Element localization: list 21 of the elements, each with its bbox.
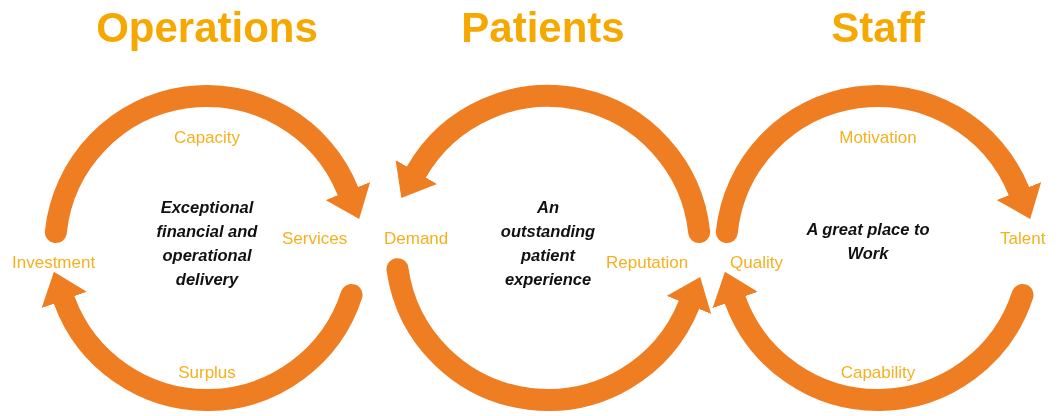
section-heading: Patients (461, 4, 625, 52)
cycle-goal-text: An outstanding patient experience (499, 197, 597, 290)
cycle-stage-label: Talent (1000, 229, 1046, 249)
cycle-goal-text: Exceptional financial and operational delivery (155, 197, 259, 290)
curved-arrow (386, 258, 711, 411)
curved-arrow (44, 85, 370, 244)
cycle-stage-label: Investment (12, 253, 96, 273)
curved-arrow (396, 85, 711, 244)
edge-label: Surplus (178, 363, 236, 383)
section-heading: Operations (96, 4, 318, 52)
cycle-stage-label: Reputation (606, 253, 689, 273)
section-heading: Staff (831, 4, 925, 52)
cycle-stage-label: Quality (730, 253, 783, 273)
edge-label: Capacity (173, 128, 241, 148)
cycle-stage-label: Demand (384, 229, 449, 249)
cycle-stage-label: Services (282, 229, 348, 249)
cycle-goal-text: A great place to Work (805, 219, 931, 264)
curved-arrow (42, 272, 363, 411)
edge-label: Capability (840, 363, 916, 383)
curved-arrow (715, 85, 1041, 244)
curved-arrow (713, 272, 1034, 411)
